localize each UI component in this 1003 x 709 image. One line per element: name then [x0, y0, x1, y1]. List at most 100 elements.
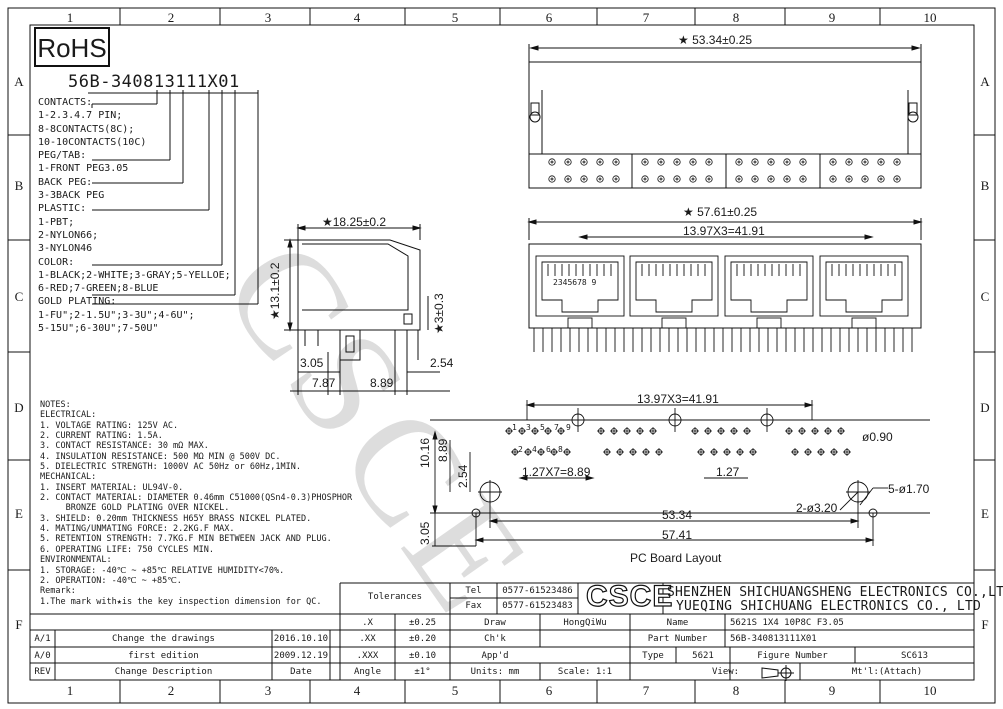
note-line: 4. MATING/UNMATING FORCE: 2.2KG.F MAX. — [40, 524, 235, 535]
material-label: Mt'l:(Attach) — [851, 667, 923, 677]
grid-number-bot: 5 — [451, 683, 459, 698]
pcb-pin-label: 2 — [518, 445, 523, 454]
csce-logo: CSCE — [585, 579, 674, 613]
tel-label: Tel — [465, 586, 482, 596]
dim-pcb-5741: 57.41 — [662, 528, 693, 542]
type-value: 5621 — [692, 651, 714, 661]
grid-number-top: 3 — [264, 10, 272, 25]
grid-number-top: 8 — [732, 10, 740, 25]
grid-number-bot: 1 — [66, 683, 74, 698]
grid-number-top: 2 — [167, 10, 175, 25]
name-value: 5621S 1X4 10P8C F3.05 — [730, 618, 844, 628]
dim-pcb-5334: 53.34 — [662, 508, 693, 522]
rev-header: REV — [34, 667, 51, 677]
option-legend: CONTACTS: 1-2.3.4.7 PIN; 8-8CONTACTS(8C)… — [38, 96, 231, 335]
rev-a0-desc: first edition — [128, 651, 199, 661]
dim-pcb-dia320: 2-ø3.20 — [796, 501, 838, 515]
grid-letter-left: C — [14, 289, 24, 304]
grid-letter-left: D — [14, 400, 24, 415]
chk-label: Ch'k — [484, 634, 506, 644]
note-line: 2. OPERATION: -40℃ ~ +85℃. — [40, 575, 182, 586]
tol-angle: Angle — [353, 667, 382, 677]
grid-letter-left: A — [14, 74, 24, 89]
pcb-pin-label: 5 — [540, 423, 545, 432]
rev-header-desc: Change Description — [114, 667, 213, 677]
pcb-pin-label: 4 — [532, 445, 537, 454]
grid-number-top: 10 — [923, 10, 937, 25]
grid-number-bot: 2 — [167, 683, 175, 698]
dim-pcb-889: 8.89 — [436, 438, 450, 462]
note-line: 6. OPERATING LIFE: 750 CYCLES MIN. — [40, 544, 214, 555]
draw-label: Draw — [484, 618, 506, 628]
dim-side-depth: ★18.25±0.2 — [322, 215, 387, 229]
pcb-pin-label: 3 — [526, 423, 531, 432]
pcb-pin-label: 6 — [546, 445, 551, 454]
grid-number-top: 6 — [545, 10, 553, 25]
note-line: 5. RETENTION STRENGTH: 7.7KG.F MIN BETWE… — [40, 534, 332, 545]
grid-number-bot: 4 — [353, 683, 361, 698]
pcb-layout — [430, 400, 930, 547]
dim-side-787: 7.87 — [312, 376, 336, 390]
rev-a1-desc: Change the drawings — [112, 634, 215, 644]
note-line: 1.The mark with★is the key inspection di… — [40, 596, 322, 607]
top-view — [528, 44, 922, 189]
dim-pcb-127: 1.27 — [716, 465, 740, 479]
tol-x: .X — [362, 618, 373, 628]
backpeg-title: BACK PEG: — [38, 176, 93, 188]
side-view — [284, 224, 450, 395]
plastic-opt-1: 1-PBT; — [38, 216, 75, 228]
dim-pcb-127x7: 1.27X7=8.89 — [522, 465, 591, 479]
view-label: View: — [712, 667, 740, 677]
dim-pcb-1016: 10.16 — [418, 437, 432, 468]
color-opt-2: 6-RED;7-GREEN;8-BLUE — [38, 283, 159, 295]
tolerances-label: Tolerances — [367, 592, 423, 602]
note-line: Remark: — [40, 586, 76, 597]
grid-number-top: 7 — [642, 10, 650, 25]
rev-a0-date: 2009.12.19 — [273, 651, 329, 661]
grid-letter-right: A — [980, 74, 990, 89]
note-line: MECHANICAL: — [40, 472, 97, 483]
dim-pcb-254: 2.54 — [456, 464, 470, 488]
tol-x-val: ±0.25 — [408, 618, 437, 628]
grid-letter-left: F — [15, 617, 23, 632]
tol-xxx-val: ±0.10 — [408, 651, 437, 661]
rev-a1-date: 2016.10.10 — [273, 634, 329, 644]
tol-xxx: .XXX — [356, 651, 379, 661]
plastic-opt-3: 3-NYLON46 — [38, 243, 93, 255]
tol-xx-val: ±0.20 — [408, 634, 437, 644]
peg-opt-1: 1-FRONT PEG3.05 — [38, 163, 129, 175]
company-name-1: SHENZHEN SHICHUANGSHENG ELECTRONICS CO.,… — [667, 585, 1003, 600]
note-line: 5. DIELECTRIC STRENGTH: 1000V AC 50Hz or… — [40, 462, 301, 473]
dim-pcb-305: 3.05 — [418, 521, 432, 545]
front-pin-numbers: 2345678 9 — [553, 278, 597, 287]
rev-a1: A/1 — [34, 634, 51, 644]
name-label: Name — [666, 618, 689, 628]
gold-opt-2: 5-15U";6-30U";7-50U" — [38, 323, 159, 335]
title-block-lines — [30, 582, 974, 681]
dim-top-width: ★ 53.34±0.25 — [678, 33, 753, 47]
note-line: 3. CONTACT RESISTANCE: 30 mΩ MAX. — [40, 441, 209, 452]
dim-side-889: 8.89 — [370, 376, 394, 390]
rev-header-date: Date — [290, 667, 312, 677]
contacts-opt-3: 10-10CONTACTS(10C) — [38, 136, 147, 148]
plastic-opt-2: 2-NYLON66; — [38, 229, 99, 241]
rohs-badge: RoHS — [34, 27, 110, 67]
fax-value: 0577-61523483 — [502, 601, 573, 611]
note-line: 1. STORAGE: -40℃ ~ +85℃ RELATIVE HUMIDIT… — [40, 565, 285, 576]
dim-side-peg: ★3±0.3 — [432, 293, 446, 334]
tel-value: 0577-61523486 — [502, 586, 573, 596]
grid-number-top: 1 — [66, 10, 74, 25]
grid-number-top: 9 — [828, 10, 836, 25]
part-number-value: 56B-340813111X01 — [730, 634, 817, 644]
note-line: ENVIRONMENTAL: — [40, 555, 112, 566]
dim-side-305: 3.05 — [300, 356, 324, 370]
part-number-code: 56B-340813111X01 — [68, 72, 240, 92]
scale-label: Scale: 1:1 — [557, 667, 613, 677]
note-line: 4. INSULATION RESISTANCE: 500 MΩ MIN @ 5… — [40, 451, 281, 462]
grid-number-bot: 6 — [545, 683, 553, 698]
dim-side-254: 2.54 — [430, 356, 454, 370]
gold-title: GOLD PLATING: — [38, 296, 117, 308]
dim-side-height: ★13.1±0.2 — [268, 262, 282, 320]
grid-number-bot: 8 — [732, 683, 740, 698]
